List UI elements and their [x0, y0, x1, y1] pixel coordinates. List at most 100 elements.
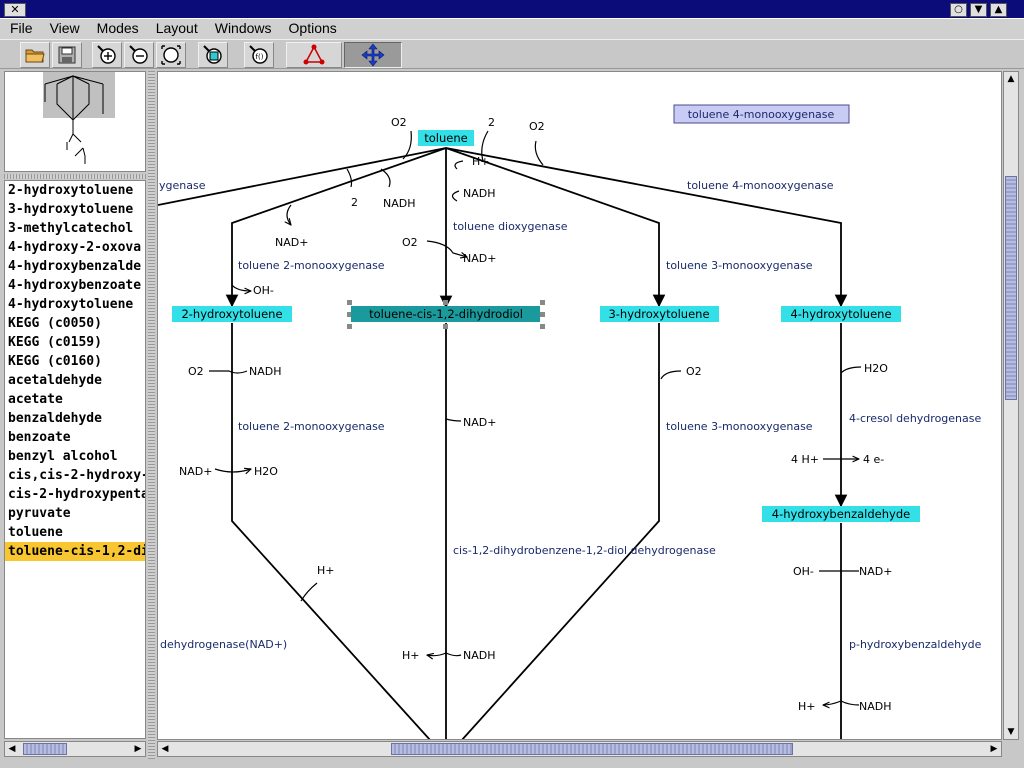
cofactor-nadh: NADH — [463, 649, 496, 662]
cofactor-ohminus: OH- — [793, 565, 814, 578]
node-toluene[interactable]: toluene — [418, 130, 474, 146]
compound-list-item[interactable]: 4-hydroxybenzoate — [8, 278, 142, 293]
zoom-out-button[interactable] — [124, 42, 154, 68]
compound-list-hscroll-thumb[interactable] — [23, 743, 67, 755]
enzyme-label-t2mo-a[interactable]: toluene 2-monooxygenase — [238, 259, 385, 272]
scroll-left-arrow[interactable]: ◀ — [8, 744, 16, 754]
menu-modes[interactable]: Modes — [96, 20, 139, 36]
canvas-hscroll-thumb[interactable] — [391, 743, 793, 755]
window-maximize-button[interactable]: ▲ — [990, 3, 1007, 17]
select-reaction-button[interactable]: f() — [244, 42, 274, 68]
cofactor-o2: O2 — [402, 236, 418, 249]
enzyme-box-toluene-4-monooxygenase[interactable]: toluene 4-monooxygenase — [673, 104, 850, 124]
cofactor-labels: O2 2 O2 H+ 2 NADH NADH NAD+ O2 NAD+ OH- … — [179, 116, 892, 713]
node-2-hydroxytoluene[interactable]: 2-hydroxytoluene — [172, 306, 292, 322]
compound-list-item[interactable]: KEGG (c0050) — [8, 316, 102, 331]
compound-list-item[interactable]: acetate — [8, 392, 63, 407]
compound-list-item[interactable]: 4-hydroxy-2-oxova — [8, 240, 142, 255]
compound-list-item[interactable]: pyruvate — [8, 506, 71, 521]
cofactor-nadplus: NAD+ — [859, 565, 892, 578]
edit-graph-button[interactable] — [286, 42, 342, 68]
menu-windows[interactable]: Windows — [214, 20, 272, 36]
enzyme-label-t2mo-b[interactable]: toluene 2-monooxygenase — [238, 420, 385, 433]
cofactor-nadh: NADH — [463, 187, 496, 200]
menu-layout[interactable]: Layout — [155, 20, 198, 36]
overview-panel[interactable] — [4, 71, 146, 172]
cofactor-4h: 4 H+ — [791, 453, 819, 466]
pathway-graph[interactable]: toluene 2-hydroxytoluene toluene-cis-1,2… — [158, 72, 1002, 740]
cofactor-o2: O2 — [529, 120, 545, 133]
compound-list-item[interactable]: 3-methylcatechol — [8, 221, 134, 236]
compound-list-item[interactable]: KEGG (c0159) — [8, 335, 102, 350]
save-icon — [58, 46, 76, 64]
window-minimize-button[interactable]: ▼ — [970, 3, 987, 17]
svg-text:toluene 4-monooxygenase: toluene 4-monooxygenase — [688, 108, 835, 121]
zoom-in-button[interactable] — [92, 42, 122, 68]
scroll-right-arrow[interactable]: ▶ — [990, 744, 998, 754]
enzyme-label-t3mo-a[interactable]: toluene 3-monooxygenase — [666, 259, 813, 272]
select-compound-button[interactable] — [198, 42, 228, 68]
compound-list-item[interactable]: benzaldehyde — [8, 411, 102, 426]
compound-list-item[interactable]: cis-2-hydroxypenta — [8, 487, 145, 502]
canvas-vscroll-thumb[interactable] — [1005, 176, 1017, 400]
open-button[interactable] — [20, 42, 50, 68]
node-4-hydroxytoluene[interactable]: 4-hydroxytoluene — [781, 306, 901, 322]
compound-list-item[interactable]: toluene-cis-1,2-di — [5, 542, 145, 561]
enzyme-label-tdo[interactable]: toluene dioxygenase — [453, 220, 568, 233]
toolbar: f() — [0, 39, 1024, 69]
scroll-up-arrow[interactable]: ▲ — [1007, 74, 1015, 84]
zoom-fit-button[interactable] — [156, 42, 186, 68]
compound-list-item[interactable]: 4-hydroxybenzalde — [8, 259, 142, 274]
graph-edit-icon — [303, 44, 325, 65]
panel-splitter-vertical[interactable] — [148, 71, 155, 759]
scroll-left-arrow[interactable]: ◀ — [161, 744, 169, 754]
menu-view[interactable]: View — [49, 20, 80, 36]
compound-list-item[interactable]: 4-hydroxytoluene — [8, 297, 134, 312]
panel-splitter-horizontal[interactable] — [4, 174, 146, 179]
window-close-button[interactable]: ✕ — [4, 3, 26, 17]
move-button[interactable] — [344, 42, 402, 68]
canvas-vscrollbar[interactable]: ▲ ▼ — [1003, 71, 1019, 740]
window-restore-button[interactable]: ○ — [950, 3, 967, 17]
compound-list-item[interactable]: acetaldehyde — [8, 373, 102, 388]
menu-file[interactable]: File — [10, 20, 33, 36]
enzyme-label-dh-nad[interactable]: dehydrogenase(NAD+) — [160, 638, 287, 651]
zoom-in-icon — [97, 45, 116, 64]
pathway-canvas[interactable]: toluene 2-hydroxytoluene toluene-cis-1,2… — [157, 71, 1002, 740]
svg-text:toluene-cis-1,2-dihydrodiol: toluene-cis-1,2-dihydrodiol — [369, 307, 523, 321]
compound-list-hscrollbar[interactable]: ◀ ▶ — [4, 741, 146, 757]
cofactor-2: 2 — [351, 196, 358, 209]
cofactor-hooks — [209, 130, 862, 705]
node-3-hydroxytoluene[interactable]: 3-hydroxytoluene — [600, 306, 719, 322]
scroll-down-arrow[interactable]: ▼ — [1007, 727, 1015, 737]
cofactor-nadplus: NAD+ — [179, 465, 212, 478]
compound-list-item[interactable]: cis,cis-2-hydroxy- — [8, 468, 145, 483]
compound-list-item[interactable]: benzoate — [8, 430, 71, 445]
compound-list[interactable]: 2-hydroxytoluene 3-hydroxytoluene 3-methyl… — [4, 180, 146, 739]
enzyme-label-phb-dh[interactable]: p-hydroxybenzaldehyde — [849, 638, 982, 651]
enzyme-label-t4mo[interactable]: toluene 4-monooxygenase — [687, 179, 834, 192]
enzyme-label-diol-dh[interactable]: cis-1,2-dihydrobenzene-1,2-diol dehydrog… — [453, 544, 716, 557]
save-button[interactable] — [52, 42, 82, 68]
node-4-hydroxybenzaldehyde[interactable]: 4-hydroxybenzaldehyde — [762, 506, 920, 522]
canvas-hscrollbar[interactable]: ◀ ▶ — [157, 741, 1002, 757]
cofactor-hplus: H+ — [798, 700, 816, 713]
cofactor-nadh: NADH — [249, 365, 282, 378]
enzyme-label-ygenase[interactable]: ygenase — [159, 179, 206, 192]
compound-list-item[interactable]: 2-hydroxytoluene — [8, 183, 134, 198]
enzyme-label-t3mo-b[interactable]: toluene 3-monooxygenase — [666, 420, 813, 433]
compound-list-item[interactable]: toluene — [8, 525, 63, 540]
node-toluene-cis-1-2-dihydrodiol[interactable]: toluene-cis-1,2-dihydrodiol — [351, 306, 540, 322]
cofactor-hplus: H+ — [317, 564, 335, 577]
cofactor-hplus: H+ — [402, 649, 420, 662]
menu-options[interactable]: Options — [288, 20, 337, 36]
scroll-right-arrow[interactable]: ▶ — [134, 744, 142, 754]
enzyme-label-cresol-dh[interactable]: 4-cresol dehydrogenase — [849, 412, 981, 425]
compound-list-item[interactable]: benzyl alcohol — [8, 449, 118, 464]
selection-handles — [347, 300, 545, 329]
compound-list-item[interactable]: 3-hydroxytoluene — [8, 202, 134, 217]
compound-list-item[interactable]: KEGG (c0160) — [8, 354, 102, 369]
cofactor-ohminus: OH- — [253, 284, 274, 297]
open-folder-icon — [25, 49, 45, 63]
menu-bar: File View Modes Layout Windows Options — [0, 19, 1024, 39]
